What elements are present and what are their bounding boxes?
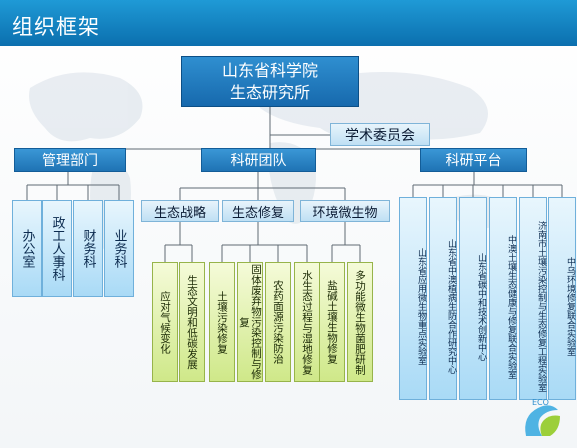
institute-soil-remediation: 土壤污染修复	[209, 262, 235, 382]
lab-carbon-neutrality: 山东省碳中和技术创新中心	[459, 197, 487, 400]
research-platform-node: 科研平台	[420, 148, 527, 172]
institute-solid-waste: 固体废弃物污染控制与修复	[237, 262, 263, 382]
research-team-node: 科研团队	[201, 148, 316, 172]
academic-committee-node: 学术委员会	[330, 123, 430, 146]
lab-china-ukraine-remediation: 中乌环境修复联合实验室	[548, 197, 576, 400]
group-eco-restoration: 生态修复	[222, 200, 294, 222]
group-eco-strategy: 生态战略	[141, 200, 219, 222]
lab-applied-microbiology: 山东省应用微生物重点实验室	[399, 197, 427, 400]
institute-root-node: 山东省科学院 生态研究所	[181, 56, 359, 107]
institute-climate-change: 应对气候变化	[152, 262, 178, 382]
department-business: 业务科	[104, 200, 134, 297]
title-bar: 组织框架	[0, 0, 577, 46]
institute-microbial-fertilizer: 多功能微生物菌肥研制	[347, 262, 373, 382]
lab-soil-pollution-control: 济南市土壤污染控制与生态修复工程实验室	[519, 197, 547, 400]
root-name-line1: 山东省科学院	[221, 60, 318, 80]
page-title: 组织框架	[12, 15, 100, 39]
root-name-line2: 生态研究所	[229, 82, 310, 102]
institute-saline-soil: 盐碱土壤生物修复	[319, 262, 345, 382]
lab-plant-disease-biocontrol: 山东省中澳植病生防合作研究中心	[429, 197, 457, 400]
department-office: 办公室	[12, 200, 42, 297]
lab-soil-health: 中澳土壤生态健康与修复联合实验室	[489, 197, 517, 400]
institute-eco-civilization: 生态文明和低碳发展	[179, 262, 205, 382]
eco-logo-icon: ECO	[525, 398, 560, 436]
institute-wetland: 水生态过程与湿地修复	[294, 262, 320, 382]
logo-text: ECO	[532, 398, 549, 407]
group-env-microbe: 环境微生物	[300, 200, 390, 222]
institute-pesticide-pollution: 农药面源污染防治	[265, 262, 291, 382]
department-finance: 财务科	[73, 200, 103, 297]
department-personnel: 政工人事科	[42, 200, 72, 297]
management-department-node: 管理部门	[14, 148, 126, 172]
